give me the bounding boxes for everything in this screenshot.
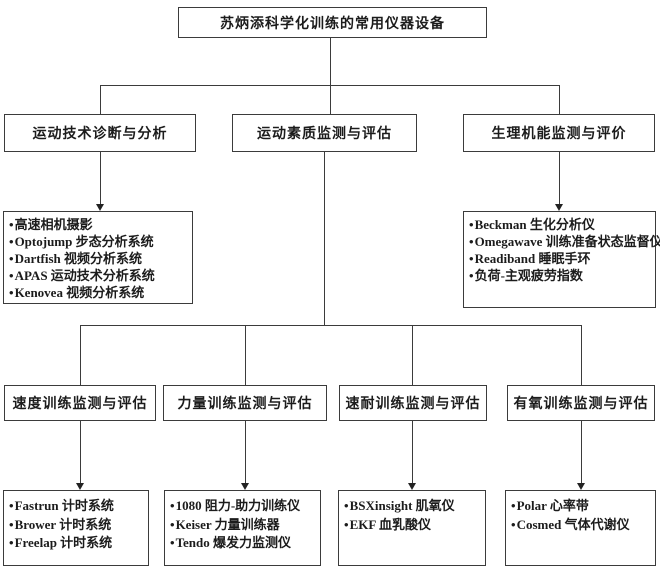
list-item: Kenovea 视频分析系统 (9, 284, 189, 301)
list-item: Freelap 计时系统 (9, 534, 145, 553)
arrow-down-icon (555, 204, 563, 211)
list-item: Fastrun 计时系统 (9, 497, 145, 516)
strength-training-box: 力量训练监测与评估 (163, 385, 327, 421)
list-item: Optojump 步态分析系统 (9, 233, 189, 250)
list-item: Omegawave 训练准备状态监督仪 (469, 233, 660, 250)
connector-level2-bus (100, 85, 560, 86)
connector-physio-drop (559, 85, 560, 114)
list-item: Cosmed 气体代谢仪 (511, 516, 652, 535)
branch-physio-box: 生理机能监测与评价 (463, 114, 655, 152)
connector-tech-drop (100, 85, 101, 114)
list-item: Tendo 爆发力监测仪 (170, 534, 317, 553)
list-item: APAS 运动技术分析系统 (9, 267, 189, 284)
list-item: 高速相机摄影 (9, 216, 189, 233)
connector-strength-list (245, 421, 246, 484)
connector-physio-list (559, 152, 560, 205)
list-item: Keiser 力量训练器 (170, 516, 317, 535)
speed-endurance-equipment-list: BSXinsight 肌氧仪 EKF 血乳酸仪 (338, 490, 486, 566)
connector-quality-drop (324, 152, 325, 325)
connector-strength-drop (245, 325, 246, 385)
list-item: EKF 血乳酸仪 (344, 516, 482, 535)
branch-tech-box: 运动技术诊断与分析 (4, 114, 196, 152)
connector-speed-list (80, 421, 81, 484)
list-item: Brower 计时系统 (9, 516, 145, 535)
list-item: Readiband 睡眠手环 (469, 250, 652, 267)
connector-tech-list (100, 152, 101, 205)
root-box: 苏炳添科学化训练的常用仪器设备 (178, 7, 487, 38)
connector-aerobic-drop (581, 325, 582, 385)
speed-endurance-training-box: 速耐训练监测与评估 (339, 385, 487, 421)
arrow-down-icon (577, 483, 585, 490)
connector-root-drop (330, 38, 331, 114)
connector-speed-endurance-list (412, 421, 413, 484)
aerobic-training-box: 有氧训练监测与评估 (507, 385, 655, 421)
branch-quality-box: 运动素质监测与评估 (232, 114, 417, 152)
connector-speed-drop (80, 325, 81, 385)
connector-aerobic-list (581, 421, 582, 484)
aerobic-equipment-list: Polar 心率带 Cosmed 气体代谢仪 (505, 490, 656, 566)
list-item: 负荷-主观疲劳指数 (469, 267, 652, 284)
speed-training-box: 速度训练监测与评估 (4, 385, 156, 421)
list-item: Beckman 生化分析仪 (469, 216, 652, 233)
list-item: Dartfish 视频分析系统 (9, 250, 189, 267)
speed-equipment-list: Fastrun 计时系统 Brower 计时系统 Freelap 计时系统 (3, 490, 149, 566)
strength-equipment-list: 1080 阻力-助力训练仪 Keiser 力量训练器 Tendo 爆发力监测仪 (164, 490, 321, 566)
tech-equipment-list: 高速相机摄影 Optojump 步态分析系统 Dartfish 视频分析系统 A… (3, 211, 193, 304)
connector-level3-bus (80, 325, 581, 326)
list-item: 1080 阻力-助力训练仪 (170, 497, 317, 516)
arrow-down-icon (408, 483, 416, 490)
physio-equipment-list: Beckman 生化分析仪 Omegawave 训练准备状态监督仪 Readib… (463, 211, 660, 308)
list-item: Polar 心率带 (511, 497, 652, 516)
list-item: BSXinsight 肌氧仪 (344, 497, 482, 516)
arrow-down-icon (76, 483, 84, 490)
arrow-down-icon (241, 483, 249, 490)
connector-speed-endurance-drop (412, 325, 413, 385)
arrow-down-icon (96, 204, 104, 211)
